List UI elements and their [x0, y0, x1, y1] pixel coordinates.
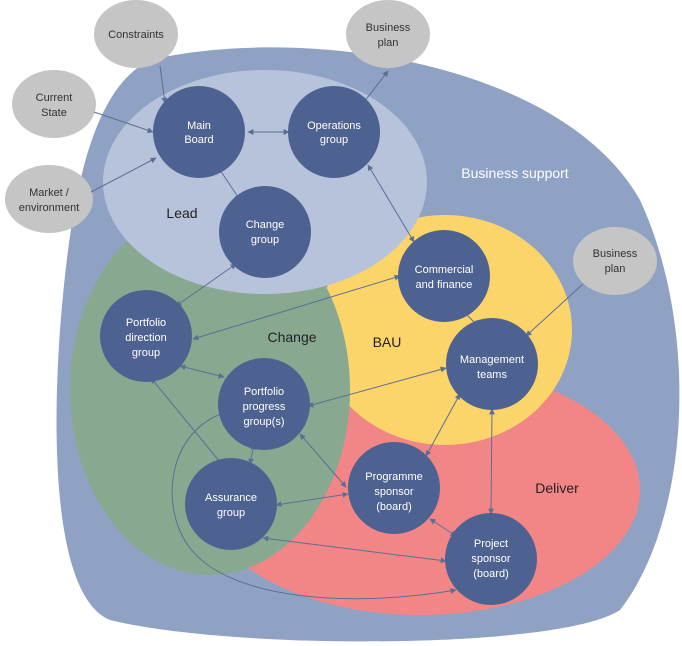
arrow-mainboard-changegroup: [217, 166, 241, 201]
current-state-label-1: Current: [36, 92, 73, 104]
node-operations-group: Operations group: [288, 86, 380, 178]
arrow-market-mainboard: [90, 157, 157, 193]
node-portfolio-progress-groups: Portfolio progress group(s): [218, 358, 310, 450]
business-plan-top-label-2: plan: [378, 37, 399, 49]
arrow-management-project: [488, 408, 495, 515]
arrow-commercial-portfoliodirection: [192, 274, 401, 341]
constraints-bubble: Constraints: [94, 0, 178, 68]
lead-label: Lead: [166, 205, 197, 221]
node-project-sponsor: Project sponsor (board): [445, 513, 537, 605]
portfolio-progress-label-2: progress: [243, 401, 286, 413]
node-main-board: Main Board: [153, 86, 245, 178]
business-plan-right-bubble: Business plan: [573, 227, 657, 295]
main-board-label-2: Board: [184, 134, 213, 146]
commercial-label-1: Commercial: [415, 264, 474, 276]
node-management-teams: Management teams: [446, 318, 538, 410]
project-sponsor-label-1: Project: [474, 538, 508, 550]
current-state-label-2: State: [41, 107, 67, 119]
management-teams-label-2: teams: [477, 369, 507, 381]
connectors: [90, 65, 584, 600]
business-plan-top-label-1: Business: [366, 22, 411, 34]
business-plan-top-bubble: Business plan: [346, 0, 430, 68]
portfolio-progress-label-1: Portfolio: [244, 386, 284, 398]
node-assurance-group: Assurance group: [185, 458, 277, 550]
arrow-portfoliodirection-progress: [179, 364, 225, 379]
operations-group-label-2: group: [320, 134, 348, 146]
arrow-management-progress: [307, 366, 447, 408]
business-plan-right-label-1: Business: [593, 248, 638, 260]
market-label-1: Market /: [29, 187, 70, 199]
arrow-currentstate-mainboard: [93, 111, 154, 134]
arrow-operations-businessplan: [363, 70, 389, 103]
operations-group-label-1: Operations: [307, 120, 361, 132]
change-group-label-1: Change: [246, 219, 285, 231]
market-label-2: environment: [19, 202, 80, 214]
bau-label: BAU: [373, 334, 402, 350]
change-label: Change: [267, 329, 316, 345]
management-teams-label-1: Management: [460, 354, 524, 366]
arrow-progress-project-curve: [171, 410, 457, 600]
business-plan-right-label-2: plan: [605, 263, 626, 275]
arrow-constraints-mainboard: [159, 65, 168, 104]
constraints-label: Constraints: [108, 29, 164, 41]
portfolio-progress-label-3: group(s): [244, 416, 285, 428]
assurance-group-label-1: Assurance: [205, 492, 257, 504]
arrow-businessplan-management: [525, 283, 584, 337]
portfolio-direction-label-3: group: [132, 347, 160, 359]
programme-sponsor-label-3: (board): [376, 501, 411, 513]
project-sponsor-label-2: sponsor: [471, 553, 510, 565]
project-sponsor-label-3: (board): [473, 568, 508, 580]
programme-sponsor-label-1: Programme: [365, 471, 422, 483]
commercial-label-2: and finance: [416, 279, 473, 291]
change-group-label-2: group: [251, 234, 279, 246]
current-state-bubble: Current State: [12, 70, 96, 138]
node-commercial-finance: Commercial and finance: [398, 230, 490, 322]
assurance-group-label-2: group: [217, 507, 245, 519]
main-board-label-1: Main: [187, 120, 211, 132]
business-support-label: Business support: [461, 165, 569, 181]
portfolio-direction-label-1: Portfolio: [126, 317, 166, 329]
node-change-group: Change group: [219, 186, 311, 278]
portfolio-direction-label-2: direction: [125, 332, 167, 344]
arrow-portfoliodirection-assurance: [150, 377, 225, 468]
deliver-label: Deliver: [535, 480, 579, 496]
node-portfolio-direction-group: Portfolio direction group: [100, 290, 192, 382]
market-environment-bubble: Market / environment: [5, 165, 93, 233]
programme-sponsor-label-2: sponsor: [374, 486, 413, 498]
node-programme-sponsor: Programme sponsor (board): [348, 442, 440, 534]
arrow-operations-commercial: [367, 164, 415, 243]
